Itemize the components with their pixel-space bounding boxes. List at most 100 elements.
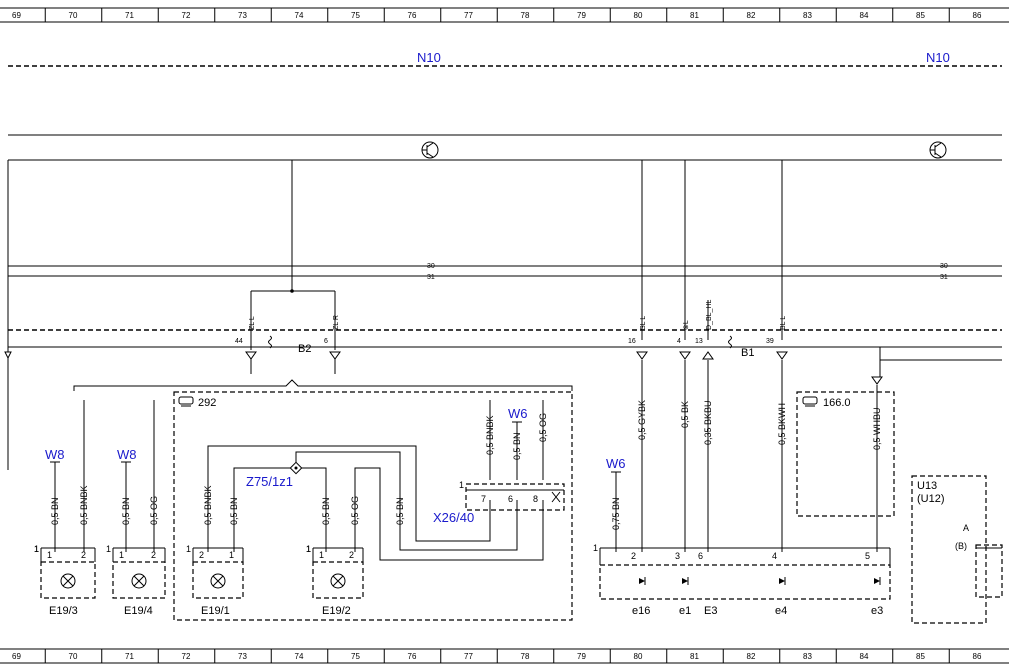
ruler-number: 84 — [860, 652, 869, 661]
sig-dblhl: D_BL_HL — [706, 300, 713, 330]
e3-pin-2: 2 — [631, 551, 636, 561]
wire-label: 0,5 WHBU — [872, 407, 882, 450]
wire-label: 0,5 BN — [395, 497, 405, 525]
lamp-pin: 2 — [349, 550, 354, 560]
ruler-number: 76 — [408, 11, 417, 20]
ruler-number: 76 — [408, 652, 417, 661]
wire-label: 0,5 OG — [350, 496, 360, 525]
lamp-pin: 1 — [106, 544, 111, 554]
sig-bll: BL L — [780, 316, 787, 330]
ruler-number: 75 — [351, 652, 360, 661]
option-box-166 — [796, 391, 895, 517]
lamp-pin: 2 — [81, 550, 86, 560]
x26-pin-1: 1 — [459, 480, 464, 490]
lamp-pin: 1 — [319, 550, 324, 560]
e3-pin-4: 4 — [772, 551, 777, 561]
wire-label: 0,75 BN — [611, 497, 621, 530]
led-e16: e16 — [632, 605, 650, 617]
ruler-number: 73 — [238, 11, 247, 20]
ruler-number: 75 — [351, 11, 360, 20]
wire-og-e192 — [354, 467, 544, 561]
wire-bn-e191 — [233, 467, 296, 552]
led-icon — [682, 578, 688, 584]
ruler-number: 74 — [295, 11, 304, 20]
wire-label: 0,5 BN — [50, 497, 60, 525]
ruler-number: 85 — [916, 652, 925, 661]
ruler-number: 77 — [464, 11, 473, 20]
pin-39: 39 — [766, 338, 774, 345]
ruler-number: 83 — [803, 11, 812, 20]
pin-arrow-icon — [636, 351, 648, 360]
led-icon — [779, 578, 785, 584]
ruler-number: 74 — [295, 652, 304, 661]
sig-zll: ZL L — [249, 316, 256, 330]
pin-arrow-icon — [245, 351, 257, 360]
pin-44: 44 — [235, 338, 243, 345]
ruler-number: 78 — [521, 11, 530, 20]
lamp-label: E19/2 — [322, 605, 351, 617]
wire-bn-e192 — [296, 467, 327, 552]
module-u13 — [911, 475, 987, 624]
ground-w6-b: W6 — [606, 456, 626, 471]
ruler-number: 82 — [747, 652, 756, 661]
x26-pin-8: 8 — [533, 494, 538, 504]
option-292: 292 — [198, 397, 216, 409]
wire-whbu-route — [879, 359, 1002, 377]
wire-label: 0,5 BN — [121, 497, 131, 525]
lamp-cross — [133, 575, 145, 587]
lamp-pin: 1 — [119, 550, 124, 560]
wire-label: 0,5 OG — [149, 496, 159, 525]
u13-pin-b: (B) — [955, 541, 967, 551]
x26-pin-6: 6 — [508, 494, 513, 504]
x26-pin-7: 7 — [481, 494, 486, 504]
wire-label: 0,5 BN — [229, 497, 239, 525]
led-e3: e3 — [871, 605, 883, 617]
pin-arrow-icon — [776, 351, 788, 360]
e3-pin-6: 6 — [698, 551, 703, 561]
lamp-cross — [212, 575, 224, 587]
option-166: 166.0 — [823, 397, 851, 409]
led-group — [639, 577, 881, 585]
transistor-icon — [421, 141, 439, 159]
bus-label-31: 31 — [427, 274, 435, 281]
ruler-number: 73 — [238, 652, 247, 661]
pin-arrow-icon — [329, 351, 341, 360]
n10-label-right: N10 — [926, 50, 950, 65]
sig-ol: ⊗L — [683, 320, 690, 330]
resistor-icon — [728, 335, 732, 349]
pin-6-b2: 6 — [324, 338, 328, 345]
ruler-number: 77 — [464, 652, 473, 661]
wire-label: 0,5 GYBK — [637, 400, 647, 440]
connector-b1: B1 — [741, 347, 754, 359]
resistor-icon — [268, 335, 272, 349]
wire-bn-x26 — [295, 451, 518, 551]
lamp-pin-1: 1 — [34, 544, 39, 554]
lamp-pin: 1 — [47, 550, 52, 560]
lamp-pin: 2 — [151, 550, 156, 560]
ruler-number: 86 — [973, 652, 982, 661]
connector-b2: B2 — [298, 343, 311, 355]
led-icon — [639, 578, 645, 584]
ruler-number: 71 — [125, 652, 134, 661]
led-e4: e4 — [775, 605, 787, 617]
ruler-number: 80 — [634, 11, 643, 20]
pin-arrow-icon — [702, 351, 714, 360]
e3-pin-3: 3 — [675, 551, 680, 561]
lamp-cross — [62, 575, 74, 587]
sig-sll: SL L — [640, 316, 647, 330]
lamp-pin: 1 — [34, 544, 39, 554]
ground-w8-a: W8 — [45, 447, 65, 462]
ruler-number: 81 — [690, 11, 699, 20]
lamp-housing — [112, 561, 166, 599]
lamp-label: E19/1 — [201, 605, 230, 617]
connector-x26-label: X26/40 — [433, 510, 474, 525]
pin-16: 16 — [628, 338, 636, 345]
lamp-label: E19/3 — [49, 605, 78, 617]
ruler-number: 79 — [577, 652, 586, 661]
wire-label: 0,5 BNBK — [485, 415, 495, 455]
ruler-number: 72 — [182, 11, 191, 20]
lamp-pin-1: 1 — [186, 544, 191, 554]
